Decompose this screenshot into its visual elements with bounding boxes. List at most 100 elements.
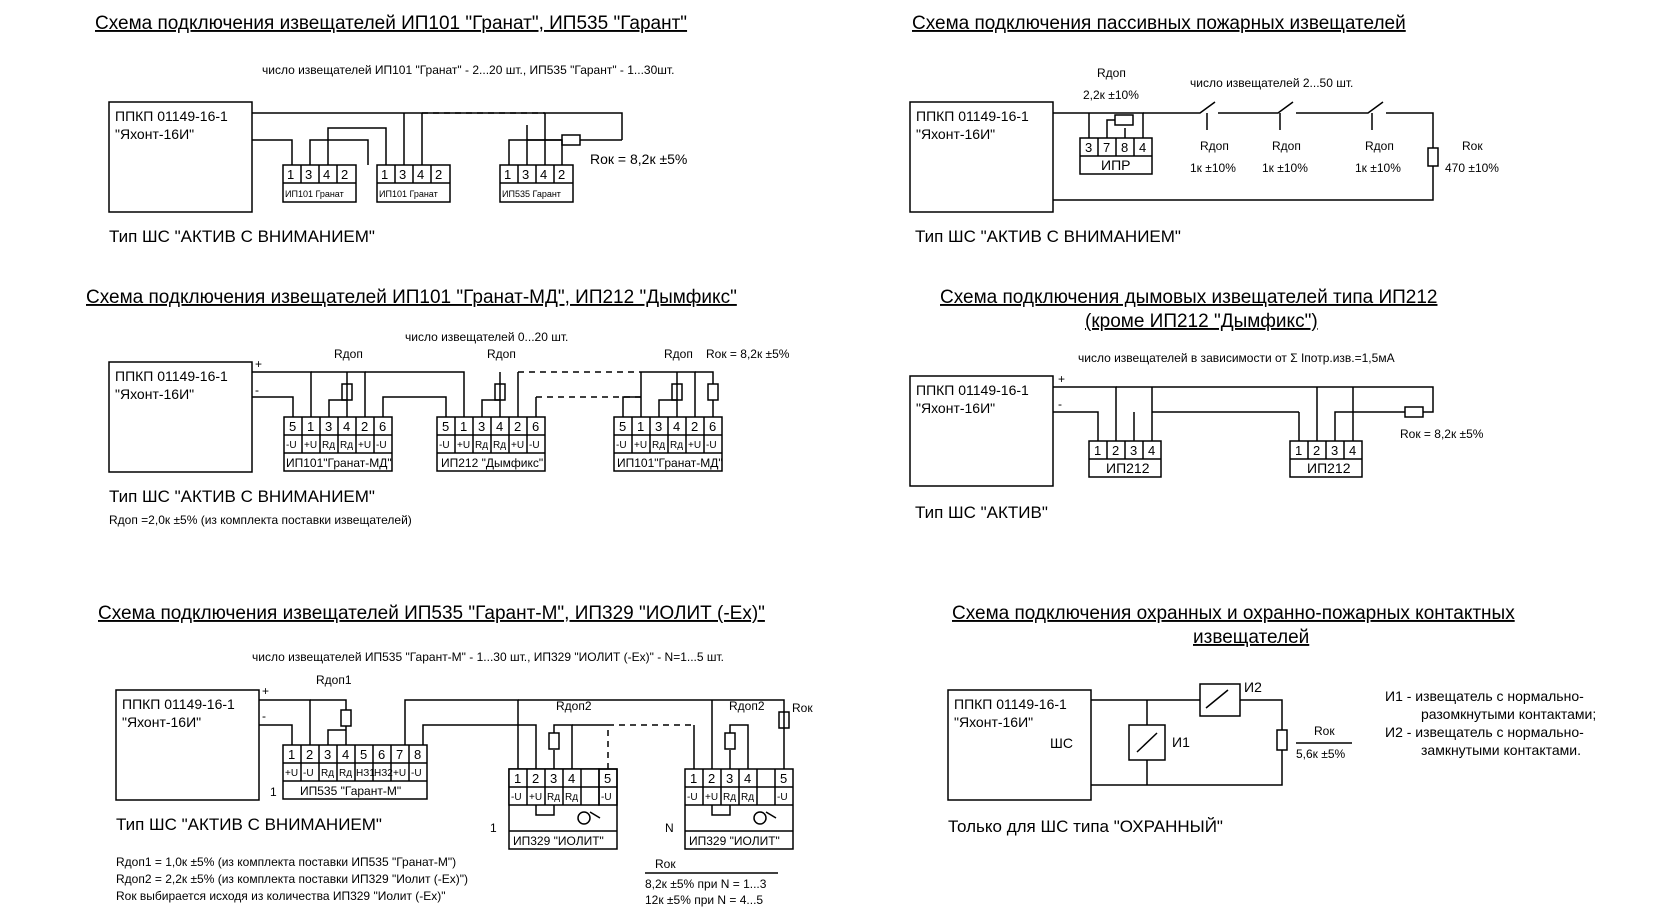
- pin-label: 1: [381, 167, 388, 182]
- note-3: Rдоп =2,0к ±5% (из комплекта поставки из…: [109, 513, 412, 527]
- rok-label-6: Rок: [1314, 724, 1335, 738]
- rdop-small-val-2: 1к ±10%: [1262, 161, 1308, 175]
- pin-label: 6: [379, 419, 386, 434]
- pin-label: 5: [360, 747, 367, 762]
- section-2-count: число извещателей 2...50 шт.: [1190, 76, 1353, 90]
- legend-i2-a: И2 - извещатель с нормально-: [1385, 724, 1584, 740]
- detector-name: ИП329 "ИОЛИТ": [513, 834, 604, 848]
- detector-ip101-granat-1: 1 3 4 2 ИП101 Гранат: [282, 164, 357, 203]
- shs-type-1: Тип ШС "АКТИВ С ВНИМАНИЕМ": [109, 227, 375, 246]
- ppkp-label-3b: "Яхонт-16И": [115, 386, 194, 402]
- pin-label: 5: [442, 419, 449, 434]
- section-passive-detectors: Схема подключения пассивных пожарных изв…: [909, 13, 1499, 246]
- ppkp-label-2a: ППКП 01149-16-1: [916, 108, 1029, 124]
- section-granat-garant: Схема подключения извещателей ИП101 "Гра…: [95, 13, 687, 246]
- detector-dymfix: 5 1 3 4 2 6 -U +U Rд Rд +U -U ИП212 "Дым…: [436, 416, 546, 472]
- detector-name: ИП101"Гранат-МД": [617, 456, 723, 470]
- pin-sig: +U: [705, 792, 718, 803]
- detector-name: ИП101 Гранат: [285, 189, 344, 199]
- detector-ip535-garant: 1 3 4 2 ИП535 Гарант: [499, 164, 574, 203]
- detector-name: ИП212: [1307, 460, 1351, 476]
- rdop-small-1: Rдоп: [1200, 139, 1229, 153]
- pin-label: 1: [288, 747, 295, 762]
- pin-label: 4: [343, 419, 350, 434]
- pin-label: 1: [690, 771, 697, 786]
- switch-i2: [1199, 683, 1241, 717]
- pin-label: 1: [504, 167, 511, 182]
- pin-sig: Rд: [321, 768, 334, 779]
- ppkp-label-4b: "Яхонт-16И": [916, 400, 995, 416]
- pin-sig: Rд: [723, 792, 736, 803]
- pin-sig: +U: [358, 440, 371, 451]
- section-1-count: число извещателей ИП101 "Гранат" - 2...2…: [262, 63, 674, 77]
- pin-sig: -U: [376, 440, 387, 451]
- ppkp-label-1b: "Яхонт-16И": [115, 126, 194, 142]
- pin-label: 4: [1349, 443, 1356, 458]
- pin-label: 2: [361, 419, 368, 434]
- pin-sig: -U: [439, 440, 450, 451]
- pin-sig: +U: [511, 440, 524, 451]
- section-1-title: Схема подключения извещателей ИП101 "Гра…: [95, 13, 687, 34]
- i1-label: И1: [1172, 734, 1190, 750]
- detector-name: ИП535 "Гарант-М": [300, 784, 401, 798]
- detector-number: 1: [270, 785, 277, 799]
- section-security-contact: Схема подключения охранных и охранно-пож…: [947, 603, 1596, 836]
- pin-label: 3: [655, 419, 662, 434]
- pin-label: 2: [341, 167, 348, 182]
- rok-label-1: Rок = 8,2к ±5%: [590, 151, 687, 167]
- section-4-title-2: (кроме ИП212 "Дымфикс"): [1085, 311, 1318, 332]
- pin-label: 2: [691, 419, 698, 434]
- shs-label: ШС: [1050, 735, 1073, 751]
- section-6-title-1: Схема подключения охранных и охранно-пож…: [952, 603, 1515, 624]
- switch-i1-contact: [1136, 732, 1158, 753]
- pin-sig: +U: [304, 440, 317, 451]
- shs-type-2: Тип ШС "АКТИВ С ВНИМАНИЕМ": [915, 227, 1181, 246]
- ppkp-label-4a: ППКП 01149-16-1: [916, 382, 1029, 398]
- i2-label: И2: [1244, 679, 1262, 695]
- pin-sig: -U: [529, 440, 540, 451]
- pin-label: 8: [1121, 140, 1128, 155]
- pin-sig: -U: [687, 792, 698, 803]
- section-5-count: число извещателей ИП535 "Гарант-М" - 1..…: [252, 650, 724, 664]
- rdop-label-3b: Rдоп: [487, 347, 516, 361]
- rok-table-title: Rок: [655, 857, 676, 871]
- pin-label: 4: [568, 771, 575, 786]
- note-5c: Rок выбирается исходя из количества ИП32…: [116, 889, 446, 903]
- pin-label: 3: [550, 771, 557, 786]
- rok-label-3: Rок = 8,2к ±5%: [706, 347, 790, 361]
- pin-label: 5: [289, 419, 296, 434]
- minus-sign: -: [1058, 397, 1062, 411]
- pin-label: 4: [673, 419, 680, 434]
- pin-label: 4: [496, 419, 503, 434]
- section-2-title: Схема подключения пассивных пожарных изв…: [912, 13, 1406, 34]
- pin-label: 3: [305, 167, 312, 182]
- detector-ip101-granat-2: 1 3 4 2 ИП101 Гранат: [376, 164, 451, 203]
- plus-sign: +: [1058, 372, 1065, 386]
- rok-resistor-6: [1276, 729, 1288, 751]
- pin-sig: -U: [601, 792, 612, 803]
- pin-label: 1: [1295, 443, 1302, 458]
- rdop-label-2: Rдоп: [1097, 66, 1126, 80]
- detector-name: ИП212: [1106, 460, 1150, 476]
- pin-label: 8: [414, 747, 421, 762]
- led-icon: [577, 811, 591, 825]
- detector-garant-m: 1 2 3 4 5 6 7 8 +U -U Rд Rд НЗ1 НЗ2 +U -…: [282, 744, 428, 800]
- legend-i1-b: разомкнутыми контактами;: [1421, 706, 1596, 722]
- ppkp-box-6: [947, 689, 1092, 801]
- pin-label: 6: [709, 419, 716, 434]
- rok-label-4: Rок = 8,2к ±5%: [1400, 427, 1484, 441]
- shs-type-3: Тип ШС "АКТИВ С ВНИМАНИЕМ": [109, 487, 375, 506]
- pin-label: 7: [396, 747, 403, 762]
- ipr-terminal: 3 7 8 4 ИПР: [1079, 137, 1153, 175]
- pin-label: 3: [325, 419, 332, 434]
- pin-sig: Rд: [493, 440, 506, 451]
- pin-sig: НЗ2: [374, 768, 393, 779]
- pin-label: 4: [1139, 140, 1146, 155]
- rok-resistor-2: [1427, 147, 1439, 167]
- rdop-small-val-3: 1к ±10%: [1355, 161, 1401, 175]
- pin-label: 5: [604, 771, 611, 786]
- pin-sig: Rд: [547, 792, 560, 803]
- pin-label: 7: [1103, 140, 1110, 155]
- section-4-wiring: [1053, 386, 1434, 441]
